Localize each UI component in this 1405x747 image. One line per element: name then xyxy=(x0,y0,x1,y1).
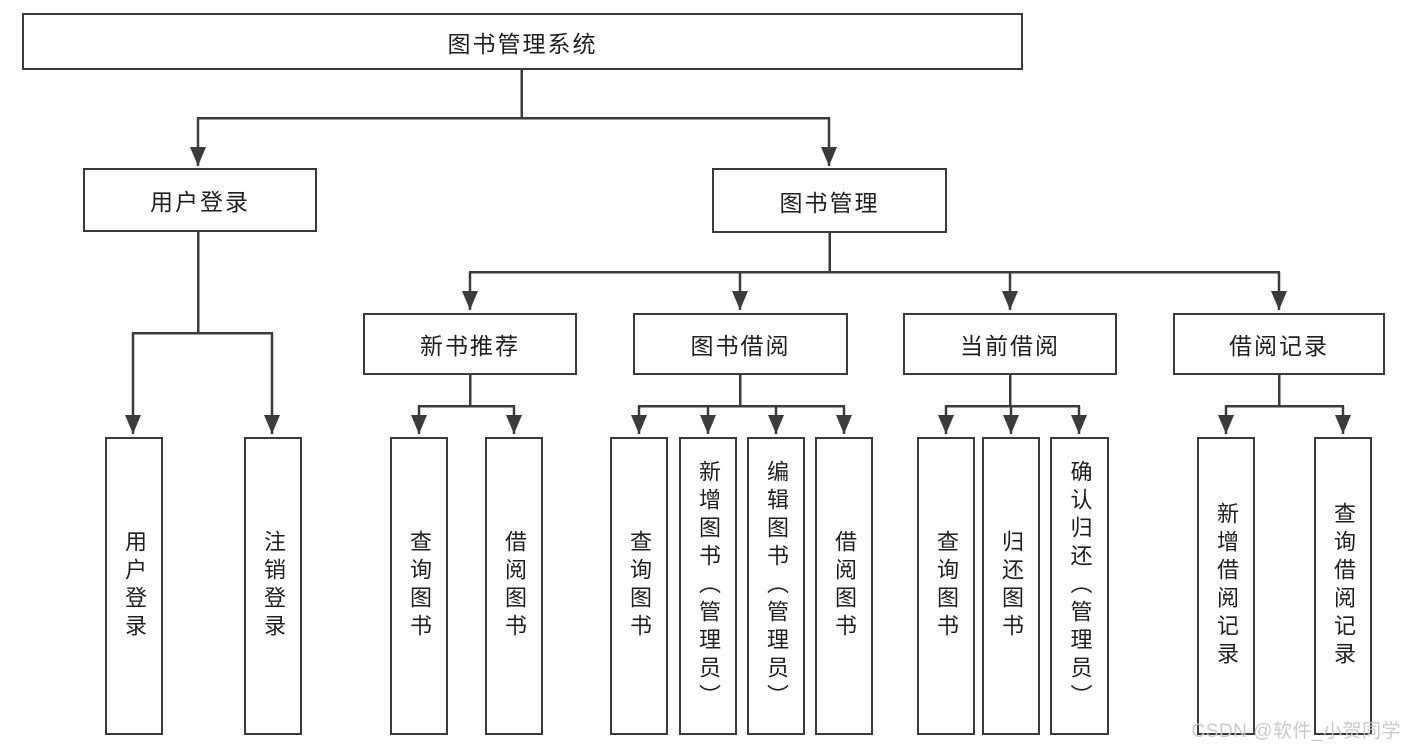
node-label: 图书管理系统 xyxy=(447,30,598,57)
node-label: 借阅图书 xyxy=(502,530,527,642)
node-leaf-add-borrow-record: 新增借阅记录 xyxy=(1197,437,1255,735)
node-label: 用户登录 xyxy=(150,189,250,215)
node-leaf-logout: 注销登录 xyxy=(244,437,302,735)
node-label: 查询借阅记录 xyxy=(1331,502,1356,670)
node-leaf-user-login: 用户登录 xyxy=(105,437,163,735)
node-label: 编辑图书（管理员） xyxy=(764,460,789,712)
node-label: 用户登录 xyxy=(122,530,147,642)
node-label: 借阅记录 xyxy=(1229,333,1329,359)
node-leaf-edit-book-admin: 编辑图书（管理员） xyxy=(747,437,805,735)
node-book-borrowing: 图书借阅 xyxy=(633,313,848,375)
node-leaf-add-book-admin: 新增图书（管理员） xyxy=(679,437,737,735)
node-leaf-query-books-borrowing: 查询图书 xyxy=(610,437,668,735)
node-label: 查询图书 xyxy=(934,530,959,642)
node-current-borrowing: 当前借阅 xyxy=(903,313,1117,375)
node-label: 查询图书 xyxy=(407,530,432,642)
node-label: 图书管理 xyxy=(779,189,880,216)
node-book-management: 图书管理 xyxy=(712,168,947,233)
node-leaf-borrow-books-recommend: 借阅图书 xyxy=(485,437,543,735)
node-leaf-query-borrow-record: 查询借阅记录 xyxy=(1314,437,1372,735)
node-label: 新增图书（管理员） xyxy=(696,460,721,712)
node-user-login: 用户登录 xyxy=(83,168,317,232)
node-label: 归还图书 xyxy=(999,530,1024,642)
watermark-text: CSDN @软件_小贺同学 xyxy=(1191,721,1401,742)
node-label: 当前借阅 xyxy=(960,333,1060,359)
node-label: 借阅图书 xyxy=(832,530,857,642)
node-leaf-return-books: 归还图书 xyxy=(982,437,1040,735)
node-label: 图书借阅 xyxy=(690,333,791,359)
node-leaf-query-books-current: 查询图书 xyxy=(917,437,975,735)
node-label: 确认归还（管理员） xyxy=(1067,460,1093,712)
node-leaf-confirm-return-admin: 确认归还（管理员） xyxy=(1050,437,1109,735)
node-leaf-borrow-books: 借阅图书 xyxy=(815,437,873,735)
node-label: 查询图书 xyxy=(627,530,652,642)
node-leaf-query-books-recommend: 查询图书 xyxy=(390,437,448,735)
node-label: 新增借阅记录 xyxy=(1214,502,1239,670)
node-new-book-recommendation: 新书推荐 xyxy=(363,313,577,375)
node-label: 新书推荐 xyxy=(420,333,520,359)
node-label: 注销登录 xyxy=(261,530,286,642)
node-library-management-system: 图书管理系统 xyxy=(22,13,1023,70)
node-borrowing-records: 借阅记录 xyxy=(1173,313,1385,375)
